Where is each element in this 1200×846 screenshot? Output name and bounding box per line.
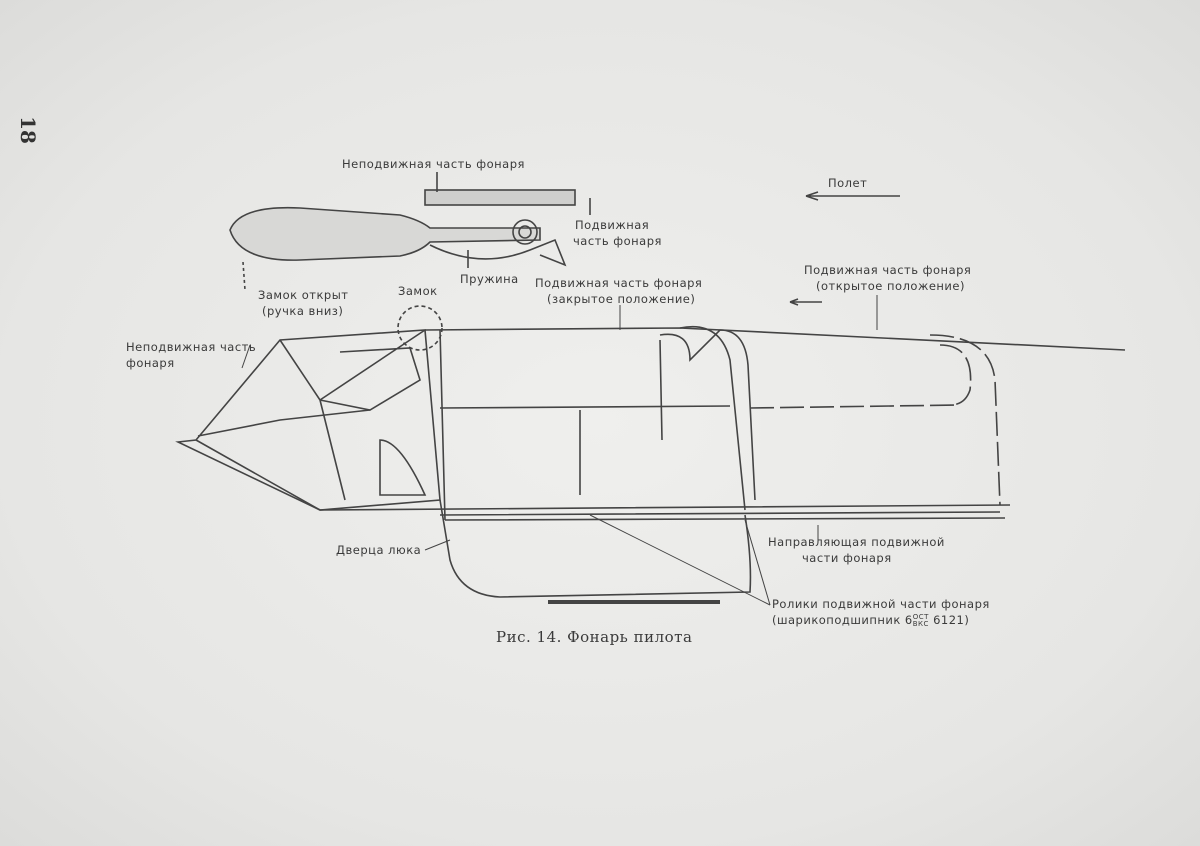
label-fixed-part-left-1: Неподвижная часть bbox=[126, 340, 257, 354]
label-movable-open-2: (открытое положение) bbox=[816, 279, 965, 293]
canopy-frame bbox=[175, 305, 1126, 604]
label-movable-closed-2: (закрытое положение) bbox=[547, 292, 696, 306]
label-lock-open-1: Замок открыт bbox=[258, 288, 349, 302]
label-spring: Пружина bbox=[460, 272, 519, 286]
label-movable-part-top-2: часть фонаря bbox=[573, 234, 662, 248]
label-movable-open-1: Подвижная часть фонаря bbox=[804, 263, 972, 277]
label-hatch-door: Дверца люка bbox=[336, 543, 422, 557]
leader-lines bbox=[241, 295, 878, 606]
page-number: 18 bbox=[15, 116, 40, 144]
figure-caption: Рис. 14. Фонарь пилота bbox=[496, 628, 693, 646]
open-arrow bbox=[789, 298, 822, 306]
label-lock-open-2: (ручка вниз) bbox=[262, 304, 344, 318]
flight-arrow bbox=[805, 191, 900, 201]
rollers-text-a: (шарикоподшипник 6 bbox=[772, 613, 913, 627]
label-guide-1: Направляющая подвижной bbox=[768, 535, 945, 549]
label-movable-closed-1: Подвижная часть фонаря bbox=[535, 276, 703, 290]
label-lock: Замок bbox=[398, 284, 438, 298]
label-fixed-part-left-2: фонаря bbox=[126, 356, 175, 370]
label-fixed-part-top: Неподвижная часть фонаря bbox=[342, 157, 525, 171]
label-rollers-1: Ролики подвижной части фонаря bbox=[772, 597, 990, 611]
rollers-text-b: 6121) bbox=[928, 613, 970, 627]
label-flight: Полет bbox=[828, 176, 868, 190]
label-movable-part-top-1: Подвижная bbox=[575, 218, 650, 232]
label-guide-2: части фонаря bbox=[802, 551, 892, 565]
frac-top: ОСТ bbox=[912, 612, 929, 621]
frac-bottom: ВКС bbox=[912, 619, 929, 628]
lock-handle-detail bbox=[229, 172, 591, 291]
